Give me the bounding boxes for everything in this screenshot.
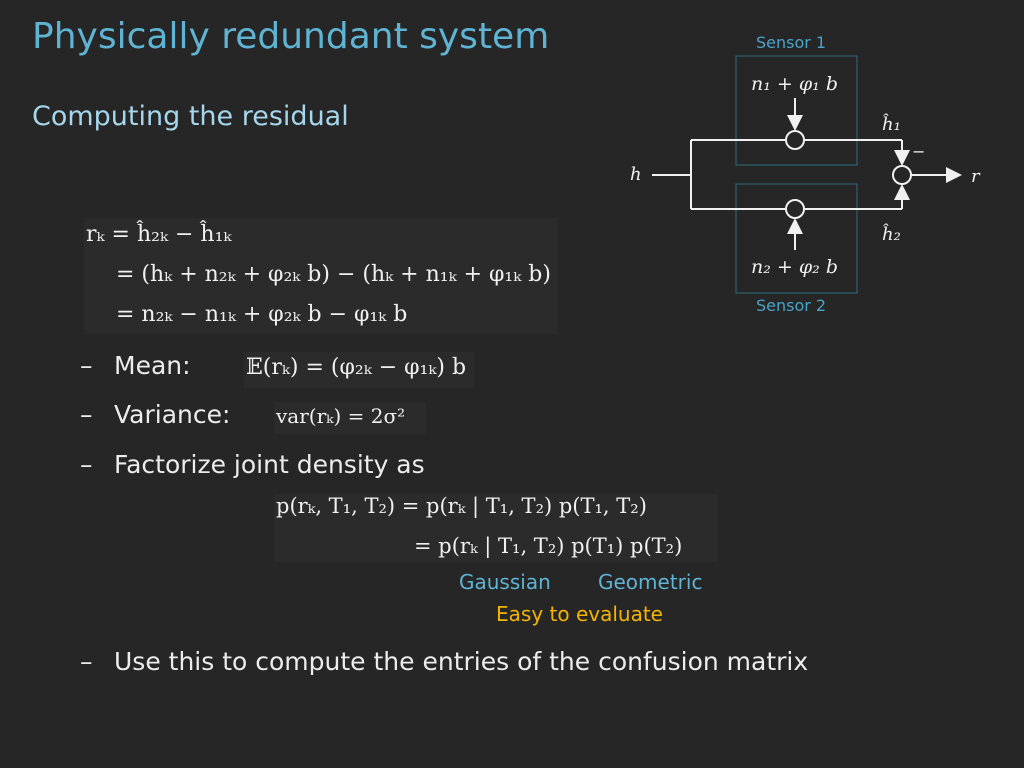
sensor-2-sum-node: [785, 199, 805, 219]
sensor-1-box: [735, 55, 858, 166]
mean-formula: 𝔼(rₖ) = (φ₂ₖ − φ₁ₖ) b: [246, 355, 467, 380]
mean-label: Mean:: [114, 351, 191, 380]
sensor-2-label: Sensor 2: [756, 296, 827, 315]
factorize-label: Factorize joint density as: [114, 450, 425, 479]
bullet-dash: –: [80, 351, 93, 380]
bullet-variance: –Variance:: [80, 400, 230, 429]
bullet-dash: –: [80, 450, 93, 479]
bullet-mean: –Mean:: [80, 351, 191, 380]
density-eq-line-2: = p(rₖ | T₁, T₂) p(T₁) p(T₂): [414, 534, 683, 558]
minus-sign: −: [912, 142, 925, 161]
residual-eq-line-2: = (hₖ + n₂ₖ + φ₂ₖ b) − (hₖ + n₁ₖ + φ₁ₖ b…: [116, 262, 551, 287]
sensor-1-sum-node: [785, 130, 805, 150]
residual-eq-line-1: rₖ = ĥ₂ₖ − ĥ₁ₖ: [86, 222, 232, 247]
annotation-geometric: Geometric: [598, 570, 703, 594]
input-label: h: [630, 164, 642, 185]
annotation-gaussian: Gaussian: [459, 570, 551, 594]
residual-eq-line-3: = n₂ₖ − n₁ₖ + φ₂ₖ b − φ₁ₖ b: [116, 302, 408, 327]
sensor-1-label: Sensor 1: [756, 33, 827, 52]
use-label: Use this to compute the entries of the c…: [114, 647, 809, 676]
density-equation-box: [274, 494, 718, 562]
sensor-2-box: [735, 183, 858, 294]
noise-2-label: n₂ + φ₂ b: [751, 256, 838, 278]
difference-node: [892, 165, 912, 185]
slide-subtitle: Computing the residual: [32, 101, 349, 132]
residual-equation-box: [84, 218, 558, 334]
noise-1-label: n₁ + φ₁ b: [751, 73, 838, 95]
mean-formula-box: [244, 352, 474, 388]
variance-label: Variance:: [114, 400, 231, 429]
output-label: r: [971, 166, 981, 187]
density-eq-line-1: p(rₖ, T₁, T₂) = p(rₖ | T₁, T₂) p(T₁, T₂): [276, 494, 647, 518]
annotation-easy: Easy to evaluate: [496, 602, 663, 626]
bullet-dash: –: [80, 400, 93, 429]
slide-title: Physically redundant system: [32, 16, 550, 57]
variance-formula-box: [274, 402, 426, 434]
bullet-dash: –: [80, 647, 93, 676]
variance-formula: var(rₖ) = 2σ²: [276, 404, 406, 428]
bullet-factorize: –Factorize joint density as: [80, 450, 425, 479]
bullet-use: –Use this to compute the entries of the …: [80, 647, 808, 676]
estimate-2-label: ĥ₂: [882, 222, 901, 245]
estimate-1-label: ĥ₁: [882, 112, 901, 135]
